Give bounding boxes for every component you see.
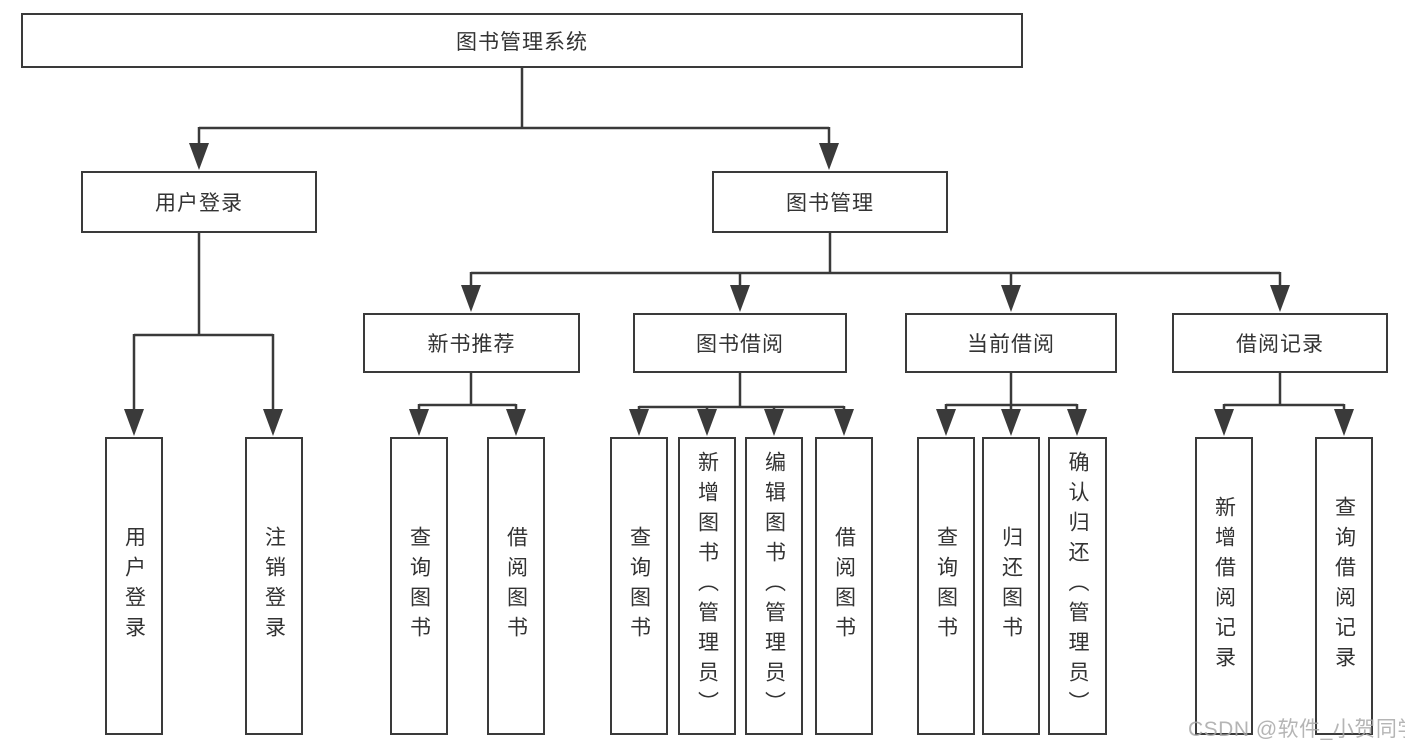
connector-root-to-level2 bbox=[197, 68, 831, 147]
leaf-edit-book-admin-label: 编辑图书（管理员） bbox=[762, 451, 786, 721]
leaf-query-borrow-record-label: 查询借阅记录 bbox=[1332, 496, 1356, 676]
arrowheads-level2 bbox=[189, 143, 839, 170]
leaf-query-borrow-record: 查询借阅记录 bbox=[1315, 437, 1373, 735]
leaf-user-login: 用户登录 bbox=[105, 437, 163, 735]
leaf-current-query-book: 查询图书 bbox=[917, 437, 975, 735]
node-book-management-label: 图书管理 bbox=[786, 192, 874, 215]
arrowheads-level3 bbox=[461, 285, 1290, 312]
arrowheads-borrow-records-leaves bbox=[1214, 409, 1354, 436]
arrowheads-current-borrow-leaves bbox=[936, 409, 1087, 436]
leaf-newbooks-borrow-book-label: 借阅图书 bbox=[504, 526, 528, 646]
connector-borrow-records-to-leaves bbox=[1222, 373, 1346, 414]
node-borrow-records: 借阅记录 bbox=[1172, 313, 1388, 373]
arrowheads-book-borrow-leaves bbox=[629, 409, 854, 436]
node-user-login: 用户登录 bbox=[81, 171, 317, 233]
node-current-borrow-label: 当前借阅 bbox=[967, 333, 1055, 356]
leaf-confirm-return-admin: 确认归还（管理员） bbox=[1048, 437, 1107, 735]
node-book-borrow: 图书借阅 bbox=[633, 313, 847, 373]
arrowheads-new-books-leaves bbox=[409, 409, 526, 436]
connector-new-books-to-leaves bbox=[417, 373, 518, 414]
leaf-return-book-label: 归还图书 bbox=[999, 526, 1023, 646]
leaf-current-query-book-label: 查询图书 bbox=[934, 526, 958, 646]
leaf-logout: 注销登录 bbox=[245, 437, 303, 735]
node-new-book-recommend-label: 新书推荐 bbox=[427, 333, 516, 356]
node-root-system: 图书管理系统 bbox=[21, 13, 1023, 68]
arrowheads-user-login-leaves bbox=[124, 409, 283, 436]
node-user-login-label: 用户登录 bbox=[155, 192, 243, 215]
csdn-watermark: CSDN @软件_小贺同学 bbox=[1188, 718, 1405, 741]
leaf-add-book-admin: 新增图书（管理员） bbox=[678, 437, 736, 735]
leaf-logout-label: 注销登录 bbox=[262, 526, 286, 646]
connector-book-borrow-to-leaves bbox=[637, 373, 846, 414]
leaf-add-borrow-record: 新增借阅记录 bbox=[1195, 437, 1253, 735]
leaf-newbooks-query-book: 查询图书 bbox=[390, 437, 448, 735]
leaf-borrow-book-label: 借阅图书 bbox=[832, 526, 856, 646]
leaf-borrow-book: 借阅图书 bbox=[815, 437, 873, 735]
connector-current-borrow-to-leaves bbox=[944, 373, 1079, 414]
node-borrow-records-label: 借阅记录 bbox=[1236, 333, 1324, 356]
leaf-newbooks-query-book-label: 查询图书 bbox=[407, 526, 431, 646]
node-book-borrow-label: 图书借阅 bbox=[696, 333, 784, 356]
leaf-edit-book-admin: 编辑图书（管理员） bbox=[745, 437, 803, 735]
node-current-borrow: 当前借阅 bbox=[905, 313, 1117, 373]
node-root-label: 图书管理系统 bbox=[456, 30, 588, 54]
node-new-book-recommend: 新书推荐 bbox=[363, 313, 580, 373]
leaf-newbooks-borrow-book: 借阅图书 bbox=[487, 437, 545, 735]
leaf-user-login-label: 用户登录 bbox=[122, 526, 146, 646]
connector-user-login-to-leaves bbox=[132, 233, 275, 414]
connector-book-management-to-level3 bbox=[469, 233, 1282, 290]
leaf-confirm-return-admin-label: 确认归还（管理员） bbox=[1066, 451, 1089, 721]
node-book-management: 图书管理 bbox=[712, 171, 948, 233]
leaf-add-book-admin-label: 新增图书（管理员） bbox=[695, 451, 719, 721]
leaf-borrow-query-book: 查询图书 bbox=[610, 437, 668, 735]
leaf-add-borrow-record-label: 新增借阅记录 bbox=[1212, 496, 1236, 676]
leaf-return-book: 归还图书 bbox=[982, 437, 1040, 735]
leaf-borrow-query-book-label: 查询图书 bbox=[627, 526, 651, 646]
